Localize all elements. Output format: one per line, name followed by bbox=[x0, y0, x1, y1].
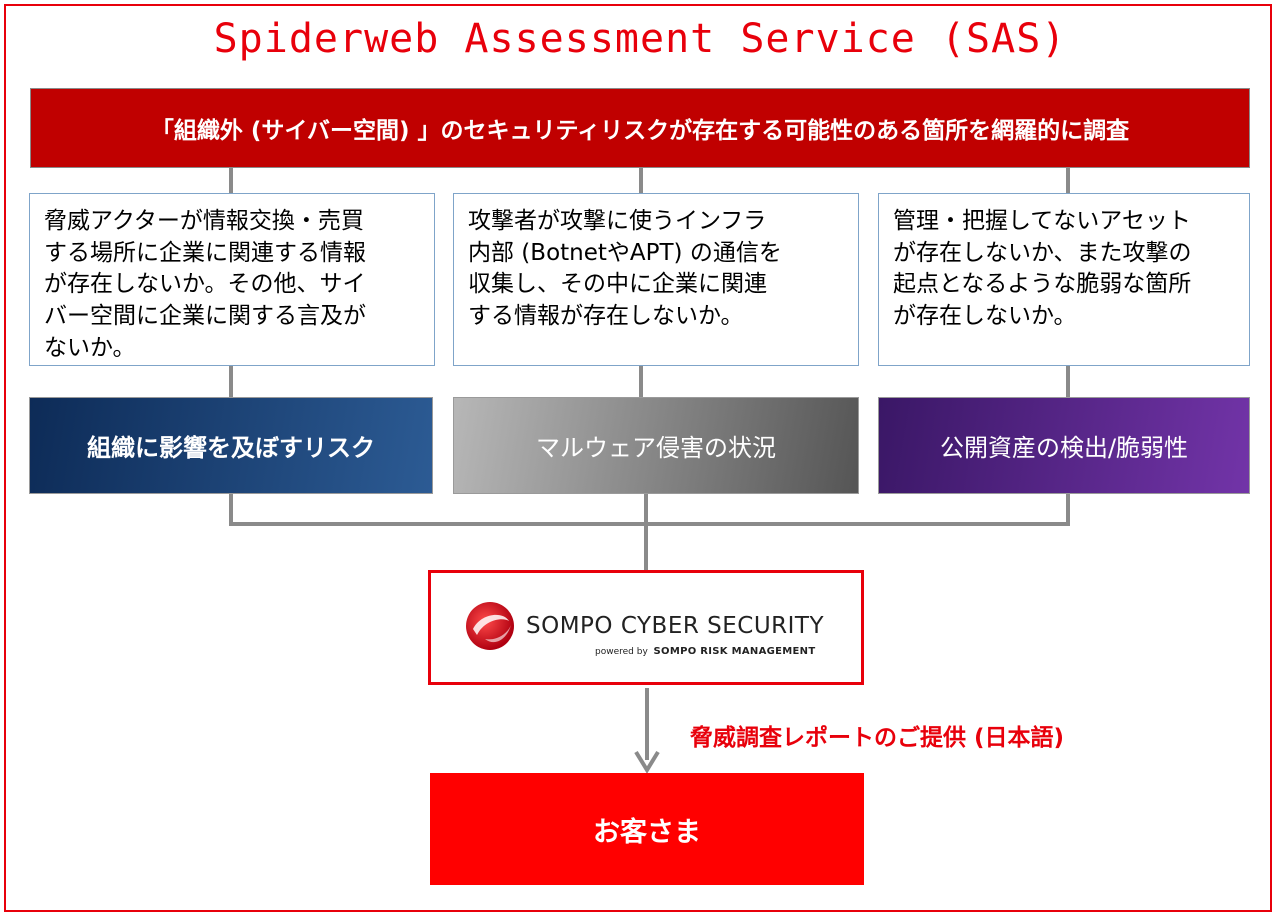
category-public-assets: 公開資産の検出/脆弱性 bbox=[878, 397, 1250, 494]
customer-box: お客さま bbox=[430, 773, 864, 885]
powered-by-prefix: powered by bbox=[595, 647, 648, 657]
category-organizational-risk: 組織に影響を及ぼすリスク bbox=[29, 397, 433, 494]
provider-powered-by: powered by SOMPO RISK MANAGEMENT bbox=[595, 646, 815, 657]
down-arrow-icon bbox=[634, 688, 660, 774]
connector bbox=[639, 168, 643, 193]
merge-line bbox=[229, 522, 1070, 526]
provider-name: SOMPO CYBER SECURITY bbox=[526, 613, 825, 639]
connector bbox=[229, 168, 233, 193]
connector bbox=[1066, 168, 1070, 193]
powered-by-name: SOMPO RISK MANAGEMENT bbox=[653, 646, 816, 657]
description-malware: 攻撃者が攻撃に使うインフラ 内部 (BotnetやAPT) の通信を 収集し、そ… bbox=[453, 193, 859, 366]
connector bbox=[229, 366, 233, 397]
provider-box: SOMPO CYBER SECURITY powered by SOMPO RI… bbox=[428, 570, 864, 685]
connector bbox=[644, 522, 648, 570]
category-malware-compromise: マルウェア侵害の状況 bbox=[453, 397, 859, 494]
connector bbox=[1066, 494, 1070, 525]
description-threat-actors: 脅威アクターが情報交換・売買 する場所に企業に関連する情報 が存在しないか。その… bbox=[29, 193, 435, 366]
connector bbox=[1066, 366, 1070, 397]
sompo-logo-icon bbox=[466, 602, 514, 650]
connector bbox=[639, 366, 643, 397]
scope-banner: 「組織外 (サイバー空間) 」のセキュリティリスクが存在する可能性のある箇所を網… bbox=[30, 88, 1250, 168]
connector bbox=[644, 494, 648, 525]
connector bbox=[229, 494, 233, 525]
diagram-frame bbox=[4, 4, 1272, 912]
diagram-title: Spiderweb Assessment Service (SAS) bbox=[213, 16, 1067, 62]
description-assets: 管理・把握してないアセット が存在しないか、また攻撃の 起点となるような脆弱な箇… bbox=[878, 193, 1250, 366]
report-label: 脅威調査レポートのご提供 (日本語) bbox=[690, 725, 1065, 751]
